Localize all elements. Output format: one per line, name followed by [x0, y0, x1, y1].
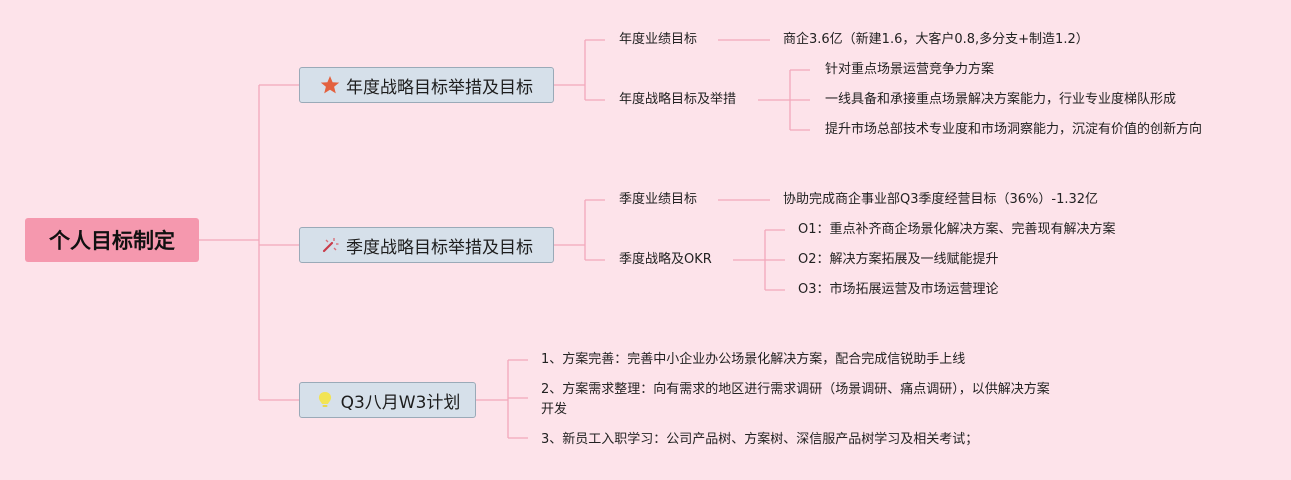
node-okr-o1[interactable]: O1：重点补齐商企场景化解决方案、完善现有解决方案 [798, 222, 1116, 237]
node-w3-plan-item-1[interactable]: 1、方案完善：完善中小企业办公场景化解决方案，配合完成信锐助手上线 [541, 352, 966, 367]
lightbulb-icon [315, 390, 335, 410]
connector-branch-1-children [553, 39, 605, 101]
node-okr-o2[interactable]: O2：解决方案拓展及一线赋能提升 [798, 252, 999, 267]
connector-quarter-okr [733, 229, 785, 291]
node-okr-o3[interactable]: O3：市场拓展运营及市场运营理论 [798, 282, 999, 297]
node-annual-strategy-item-2[interactable]: 一线具备和承接重点场景解决方案能力，行业专业度梯队形成 [825, 92, 1177, 107]
node-annual-strategy-item-3[interactable]: 提升市场总部技术专业度和市场洞察能力，沉淀有价值的创新方向 [825, 122, 1203, 137]
branch-quarter-strategy[interactable]: 季度战略目标举措及目标 [299, 227, 554, 263]
node-w3-plan-item-2[interactable]: 2、方案需求整理：向有需求的地区进行需求调研（场景调研、痛点调研），以供解决方案… [541, 382, 1050, 417]
node-quarter-performance-target[interactable]: 季度业绩目标 [619, 192, 698, 207]
root-node[interactable]: 个人目标制定 [25, 218, 199, 262]
branch-label: Q3八月W3计划 [340, 392, 461, 413]
node-annual-performance-target[interactable]: 年度业绩目标 [619, 32, 698, 47]
star-icon [320, 75, 340, 95]
node-annual-strategy-item-1[interactable]: 针对重点场景运营竞争力方案 [825, 62, 995, 77]
node-annual-strategy-measures[interactable]: 年度战略目标及举措 [619, 92, 737, 107]
node-w3-plan-item-3[interactable]: 3、新员工入职学习：公司产品树、方案树、深信服产品树学习及相关考试； [541, 432, 979, 447]
node-quarter-performance-detail[interactable]: 协助完成商企事业部Q3季度经营目标（36%）-1.32亿 [783, 192, 1099, 207]
branch-annual-strategy[interactable]: 年度战略目标举措及目标 [299, 67, 554, 103]
branch-label: 年度战略目标举措及目标 [346, 77, 533, 98]
connector-branch-3-children [476, 359, 528, 439]
root-label: 个人目标制定 [49, 229, 175, 253]
node-quarter-okr[interactable]: 季度战略及OKR [619, 252, 712, 267]
connector-branch-2-children [553, 199, 605, 261]
branch-label: 季度战略目标举措及目标 [346, 237, 533, 258]
node-annual-performance-detail[interactable]: 商企3.6亿（新建1.6，大客户0.8,多分支+制造1.2） [783, 32, 1089, 47]
branch-q3-august-w3-plan[interactable]: Q3八月W3计划 [299, 382, 476, 418]
magic-wand-icon [320, 235, 340, 255]
connector-annual-strategy [758, 69, 810, 131]
